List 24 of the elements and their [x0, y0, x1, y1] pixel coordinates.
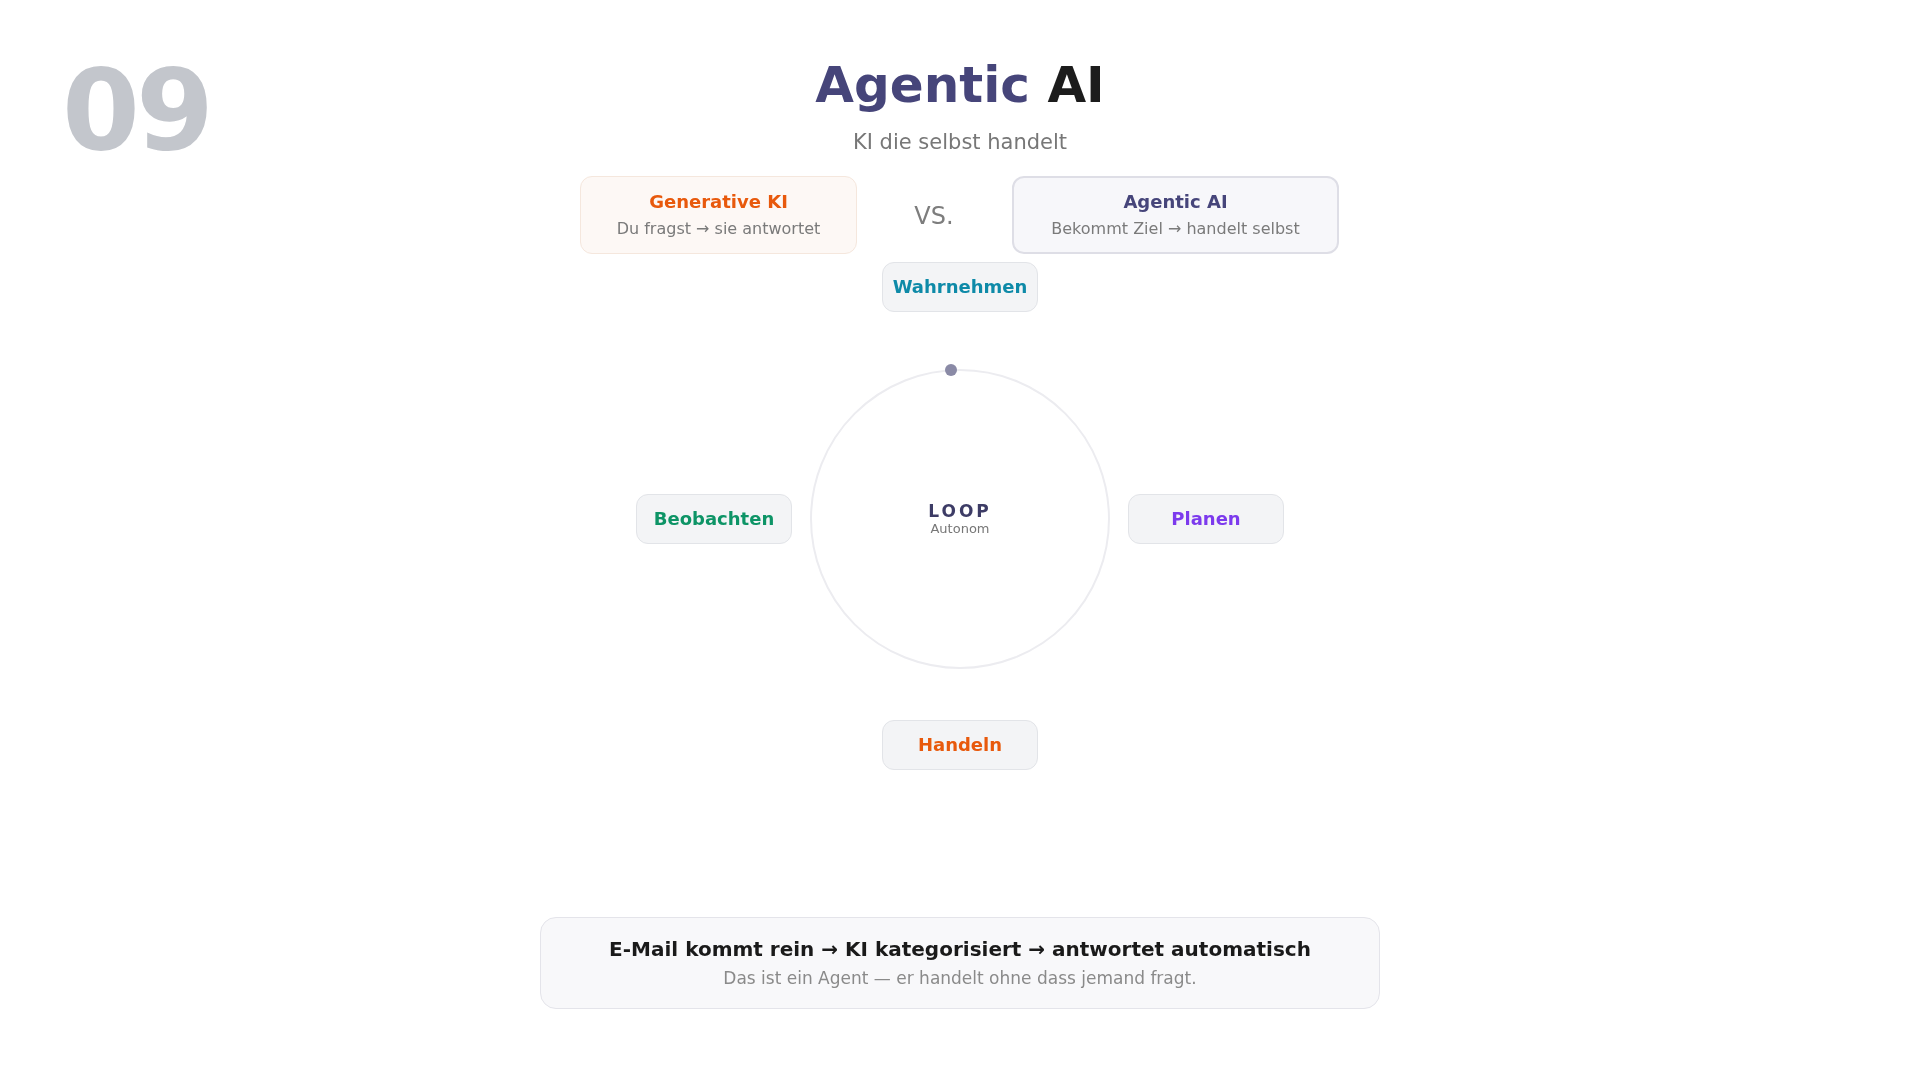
card-heading: Agentic AI — [1123, 190, 1228, 214]
title: Agentic AI — [815, 58, 1105, 113]
step-label: Wahrnehmen — [892, 276, 1028, 298]
card-heading: Generative KI — [649, 190, 788, 214]
step-card — [882, 720, 1038, 770]
step-card — [636, 494, 792, 544]
comparison-card — [1012, 176, 1339, 254]
versus-label: VS. — [914, 202, 954, 231]
loop-title: LOOP — [928, 501, 992, 522]
comparison-card — [580, 176, 857, 254]
step-label: Beobachten — [653, 508, 775, 530]
subtitle: KI die selbst handelt — [852, 130, 1068, 156]
step-label: Planen — [1171, 508, 1241, 530]
loop-circle — [810, 369, 1110, 669]
card-description: Bekommt Ziel → handelt selbst — [1051, 219, 1300, 240]
step-label: Handeln — [917, 734, 1003, 756]
card-description: Du fragst → sie antwortet — [616, 219, 821, 240]
slide-number: 09 — [62, 52, 210, 170]
example-heading: E-Mail kommt rein → KI kategorisiert → antwortet automatisch — [609, 936, 1311, 962]
loop-subtitle: Autonom — [930, 521, 990, 537]
example-description: Das ist ein Agent — er handelt ohne dass jemand fragt. — [723, 967, 1197, 990]
example-card — [540, 917, 1380, 1009]
step-card — [882, 262, 1038, 312]
step-card — [1128, 494, 1284, 544]
